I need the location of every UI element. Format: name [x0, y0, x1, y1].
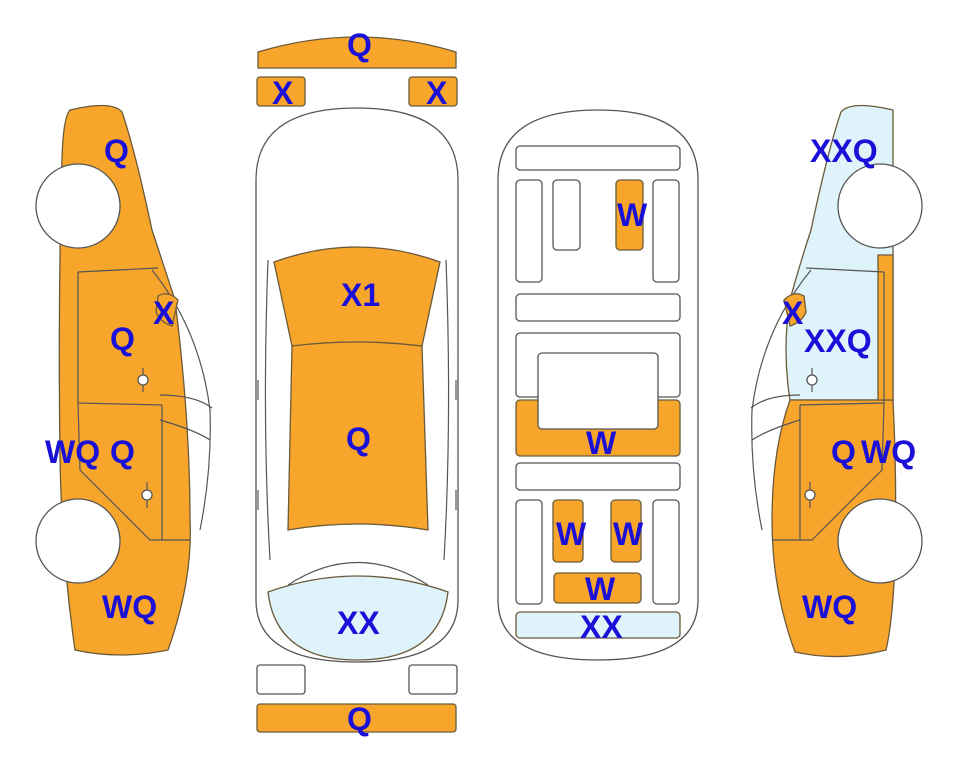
left-front-door-trim	[515, 179, 543, 283]
front-seat-label: W	[617, 197, 648, 233]
left-rear-fender-label: WQ	[102, 589, 157, 625]
left-rear-wheel	[35, 498, 121, 584]
top-inner-lines	[257, 259, 457, 561]
front-bumper[interactable]	[257, 36, 457, 69]
rear-window-inner	[287, 562, 429, 586]
dashboard-panel	[515, 145, 681, 171]
left-side-window-line-2	[159, 394, 213, 441]
center-console	[515, 293, 681, 322]
right-front-door-trim	[652, 179, 680, 283]
right-side-door-lines	[772, 267, 885, 541]
right-pillar-label: X	[782, 295, 804, 331]
rear-right-label: W	[613, 516, 644, 552]
left-front-door-label: Q	[110, 321, 135, 357]
passenger-seat[interactable]	[615, 179, 644, 251]
sunroof-panel	[537, 352, 659, 430]
left-side-door-lines	[77, 267, 190, 541]
right-side-door-handles	[804, 368, 818, 508]
rear-window-label: XX	[337, 605, 380, 641]
interior-view: W W W W W XX	[497, 109, 699, 661]
right-headlight-label: X	[426, 75, 448, 111]
front-bumper-label: Q	[347, 27, 372, 63]
right-rear-door-label: Q	[831, 434, 856, 470]
right-front-label: XXQ	[810, 133, 878, 169]
right-rear-wheel	[837, 498, 923, 584]
right-rear-door-trim	[652, 499, 680, 605]
right-front-wheel	[837, 163, 923, 249]
left-rear-door-trim	[515, 499, 543, 605]
left-side-pillar[interactable]	[155, 293, 179, 327]
right-side-view: XXQ X XXQ Q WQ WQ	[750, 104, 923, 658]
left-rear-door-outer-label: WQ	[45, 434, 100, 470]
left-front-wheel	[35, 163, 121, 249]
left-roof-label: Q	[104, 133, 129, 169]
left-taillight	[256, 664, 306, 695]
right-side-window-line-2	[750, 394, 801, 441]
rear-bumper[interactable]	[256, 703, 457, 733]
roof[interactable]	[287, 341, 429, 531]
right-rear-fender-label: WQ	[802, 589, 857, 625]
roof-label: Q	[346, 421, 371, 457]
right-side-pillar[interactable]	[783, 293, 807, 327]
middle-panel-label: W	[586, 425, 617, 461]
windshield-label: X1	[341, 277, 380, 313]
left-pillar-label: X	[153, 295, 175, 331]
left-side-door-handles	[137, 368, 153, 508]
rear-bumper-label: Q	[347, 701, 372, 737]
left-rear-door-label: Q	[110, 434, 135, 470]
rear-center-seat[interactable]	[553, 572, 642, 604]
rear-center-label: W	[585, 571, 616, 607]
right-headlight[interactable]	[408, 76, 458, 107]
trunk-label: XX	[580, 609, 623, 645]
rear-left-seat[interactable]	[552, 499, 584, 563]
driver-seat	[552, 179, 581, 251]
rear-bench	[515, 462, 681, 491]
rear-window[interactable]	[267, 575, 449, 661]
right-side-strip[interactable]	[877, 254, 894, 401]
right-taillight	[408, 664, 458, 695]
top-view: Q X X X1 Q XX Q	[255, 27, 459, 737]
right-rear-door-outer-label: WQ	[861, 434, 916, 470]
left-headlight[interactable]	[256, 76, 306, 107]
rear-right-seat[interactable]	[610, 499, 642, 563]
left-headlight-label: X	[272, 75, 294, 111]
right-front-door-label: XXQ	[804, 323, 872, 359]
left-side-view: Q X Q Q WQ WQ	[35, 104, 213, 656]
trunk-panel[interactable]	[515, 611, 681, 639]
rear-left-label: W	[556, 516, 587, 552]
